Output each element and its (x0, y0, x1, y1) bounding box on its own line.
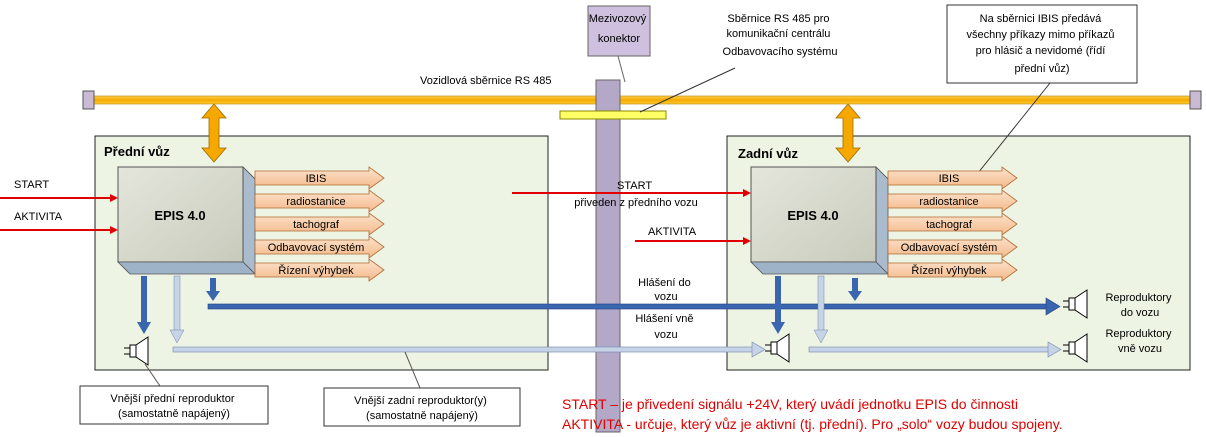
rear-output-label-2: tachograf (926, 219, 973, 231)
ext-front-label: Vnější přední reproduktor (samostatně na… (110, 393, 237, 420)
ext-front-callout (144, 363, 161, 387)
rear-output-label-0: IBIS (939, 173, 960, 185)
ibis-callout (977, 82, 1051, 174)
rs485-comm-label: Sběrnice RS 485 pro komunikační centrálu… (723, 13, 838, 58)
epis-rear (750, 166, 889, 275)
announce-out-label: Hlášení vně vozu (635, 313, 696, 341)
speaker-icon-ext-front (124, 336, 149, 366)
front-output-label-0: IBIS (306, 173, 327, 185)
start-label: START (14, 179, 49, 191)
ibis-note-box (946, 4, 1138, 84)
ext-front-box (79, 385, 269, 425)
bus-terminator-left (82, 90, 95, 110)
bus-terminator-right (1189, 90, 1202, 110)
front-output-3: Odbavovací systém (254, 235, 385, 259)
aktivita-rear-label: AKTIVITA (648, 226, 697, 238)
rear-output-label-3: Odbavovací systém (901, 242, 998, 254)
ext-rear-callout (404, 351, 421, 389)
rear-output-1: radiostanice (887, 189, 1018, 213)
announce-in-label: Hlášení do vozu (638, 277, 694, 303)
speaker-icon-inner (1063, 289, 1088, 319)
rear-output-label-1: radiostanice (919, 196, 978, 208)
rear-bus-link (835, 103, 861, 163)
front-output-1: radiostanice (254, 189, 385, 213)
aktivita-label: AKTIVITA (14, 211, 63, 223)
epis-rear-label: EPIS 4.0 (787, 208, 838, 223)
rs485-callout (639, 67, 736, 113)
ext-rear-label: Vnější zadní reproduktor(y) (samostatně … (354, 395, 490, 422)
announce-in-line (206, 278, 1061, 316)
connector-bar (595, 79, 621, 433)
rear-output-0: IBIS (887, 166, 1018, 190)
front-bus-link (201, 103, 227, 163)
rear-car-label: Zadní vůz (738, 146, 798, 161)
speaker-icon-ext-rear (765, 333, 790, 363)
vehicle-bus-label: Vozidlová sběrnice RS 485 (420, 75, 551, 87)
front-output-label-2: tachograf (293, 219, 340, 231)
rear-output-label-4: Řízení výhybek (911, 264, 987, 277)
speakers-out-label: Reproduktory vně vozu (1105, 328, 1174, 355)
front-output-label-3: Odbavovací systém (268, 242, 365, 254)
announce-out-line (172, 341, 1062, 358)
ext-rear-box (323, 387, 521, 427)
front-epis-audio-down (137, 275, 185, 344)
front-output-label-1: radiostanice (286, 196, 345, 208)
start-forwarded-label: START přiveden z předního vozu (574, 180, 698, 209)
epis-front-label: EPIS 4.0 (154, 208, 205, 223)
ibis-note-label: Na sběrnici IBIS předává všechny příkazy… (967, 13, 1118, 75)
connector-label: Mezivozový konektor (589, 13, 650, 45)
footnote-line-2: AKTIVITA - určuje, který vůz je aktivní … (562, 416, 1063, 432)
front-output-label-4: Řízení výhybek (278, 264, 354, 277)
front-output-0: IBIS (254, 166, 385, 190)
front-output-2: tachograf (254, 212, 385, 236)
rear-output-2: tachograf (887, 212, 1018, 236)
rear-epis-audio-down (771, 275, 829, 344)
front-output-4: Řízení výhybek (254, 258, 385, 282)
front-car-label: Přední vůz (104, 144, 170, 159)
vehicle-bus (91, 95, 1195, 105)
speakers-in-label: Reproduktory do vozu (1105, 292, 1174, 319)
speaker-icon-outer (1063, 333, 1088, 363)
connector-label-box (587, 5, 651, 57)
rs485-comm-bar (559, 110, 667, 120)
epis-front (117, 166, 256, 275)
rear-output-4: Řízení výhybek (887, 258, 1018, 282)
footnote-line-1: START – je přivedení signálu +24V, který… (562, 396, 1018, 412)
connector-callout (617, 55, 626, 83)
rear-output-3: Odbavovací systém (887, 235, 1018, 259)
